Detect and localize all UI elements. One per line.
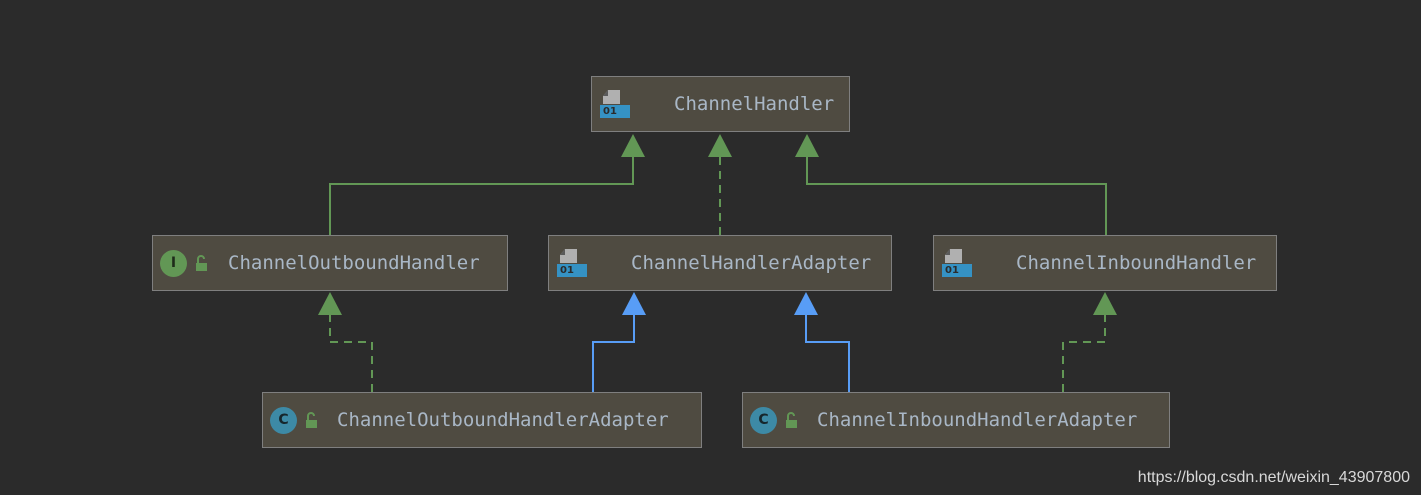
class-icon: C <box>270 406 297 434</box>
unlocked-icon <box>786 412 797 428</box>
arrowhead-adapter-to-handler <box>708 134 732 157</box>
binary-file-icon: 01 <box>942 249 972 277</box>
arrowhead-outbound-adapter-to-adapter <box>622 292 646 315</box>
arrowhead-inbound-adapter-to-adapter <box>794 292 818 315</box>
node-channel-handler[interactable]: 01 ChannelHandler <box>591 76 850 132</box>
binary-file-icon: 01 <box>557 249 587 277</box>
binary-file-icon: 01 <box>600 90 630 118</box>
interface-icon: I <box>160 249 187 277</box>
edge-outbound-handler-to-channel-handler <box>329 157 634 235</box>
node-title: ChannelOutboundHandler <box>228 252 480 274</box>
node-title: ChannelInboundHandlerAdapter <box>817 409 1138 431</box>
node-channel-outbound-handler-adapter[interactable]: C ChannelOutboundHandlerAdapter <box>262 392 702 448</box>
node-channel-outbound-handler[interactable]: I ChannelOutboundHandler <box>152 235 508 291</box>
node-title: ChannelInboundHandler <box>1016 252 1257 274</box>
arrowhead-inbound-adapter-to-inbound <box>1093 292 1117 315</box>
unlocked-icon <box>306 412 317 428</box>
node-title: ChannelHandlerAdapter <box>631 252 872 274</box>
node-title: ChannelOutboundHandlerAdapter <box>337 409 669 431</box>
arrowhead-outbound-to-handler <box>621 134 645 157</box>
edge-inbound-handler-to-channel-handler <box>806 157 1107 235</box>
node-channel-inbound-handler[interactable]: 01 ChannelInboundHandler <box>933 235 1277 291</box>
watermark: https://blog.csdn.net/weixin_43907800 <box>1137 469 1410 486</box>
node-channel-inbound-handler-adapter[interactable]: C ChannelInboundHandlerAdapter <box>742 392 1170 448</box>
edge-inbound-adapter-to-handler-adapter <box>805 315 850 392</box>
edge-outbound-adapter-to-handler-adapter <box>592 315 635 392</box>
arrowhead-inbound-to-handler <box>795 134 819 157</box>
unlocked-icon <box>196 255 207 271</box>
edge-outbound-adapter-to-outbound-handler <box>329 315 373 392</box>
node-title: ChannelHandler <box>674 93 835 115</box>
edge-inbound-adapter-to-inbound-handler <box>1062 315 1106 392</box>
class-icon: C <box>750 406 777 434</box>
arrowhead-outbound-adapter-to-outbound <box>318 292 342 315</box>
node-channel-handler-adapter[interactable]: 01 ChannelHandlerAdapter <box>548 235 892 291</box>
